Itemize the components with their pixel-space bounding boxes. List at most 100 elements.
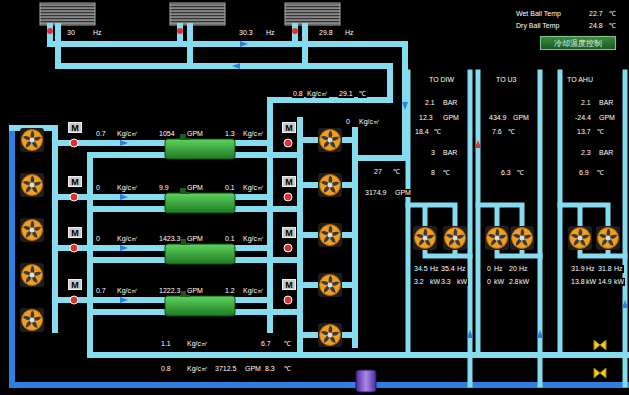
reading-label: 1054 <box>158 130 176 138</box>
reading-label: Hz <box>429 265 440 273</box>
reading-label: ℃ <box>596 128 605 136</box>
reading-label: 34.5 <box>413 265 429 273</box>
reading-label: Dry Ball Temp <box>515 22 560 30</box>
reading-label: 6.3 <box>500 169 512 177</box>
reading-label: 3 <box>430 149 436 157</box>
reading-label: 3.2 <box>413 278 425 286</box>
reading-label: 1.3 <box>224 130 236 138</box>
reading-label: ℃ <box>283 340 292 348</box>
reading-label: ℃ <box>596 169 605 177</box>
reading-label: Kg/c㎡ <box>116 184 139 192</box>
reading-label: BAR <box>598 149 614 157</box>
motor-box: M <box>68 227 82 238</box>
reading-label: kW <box>493 278 505 286</box>
reading-label: 2.1 <box>424 99 436 107</box>
reading-label: ℃ <box>433 128 442 136</box>
reading-label: TO U3 <box>495 76 518 84</box>
motor-box: M <box>282 122 296 133</box>
valves <box>70 139 606 378</box>
reading-label: 27 <box>373 168 383 176</box>
reading-label: 1.1 <box>160 340 172 348</box>
node-text: M <box>285 280 293 290</box>
reading-label: ℃ <box>608 10 617 18</box>
reading-label: Hz <box>585 265 596 273</box>
reading-label: 8.3 <box>264 365 276 373</box>
control-button: 冷却温度控制 <box>540 36 616 50</box>
reading-label: BAR <box>598 99 614 107</box>
reading-label: GPM <box>186 130 204 138</box>
pumps <box>20 128 620 347</box>
reading-label: Kg/c㎡ <box>306 90 329 98</box>
node-text: 冷却温度控制 <box>554 38 602 49</box>
reading-label: GPM <box>394 189 412 197</box>
reading-label: 2.1 <box>580 99 592 107</box>
reading-label: kW <box>518 278 530 286</box>
reading-label: 8 <box>430 169 436 177</box>
reading-label: 30 <box>66 29 76 37</box>
reading-label: 1222.3 <box>158 287 181 295</box>
reading-label: 0.1 <box>224 184 236 192</box>
reading-label: TO AHU <box>566 76 594 84</box>
reading-label: 22.7 <box>588 10 604 18</box>
reading-label: 434.9 <box>488 114 508 122</box>
reading-label: 35.4 <box>440 265 456 273</box>
reading-label: Hz <box>613 265 624 273</box>
reading-label: 18.4 <box>414 128 430 136</box>
reading-label: GPM <box>442 114 460 122</box>
reading-label: 3.3 <box>440 278 452 286</box>
reading-label: Kg/c㎡ <box>186 365 209 373</box>
reading-label: 0 <box>95 235 101 243</box>
motor-box: M <box>68 176 82 187</box>
reading-label: 0.8 <box>160 365 172 373</box>
reading-label: ℃ <box>608 22 617 30</box>
node-text: M <box>71 280 79 290</box>
motor-box: M <box>282 176 296 187</box>
reading-label: 20 <box>508 265 518 273</box>
node-text: M <box>285 228 293 238</box>
node-text: M <box>285 177 293 187</box>
reading-label: Kg/c㎡ <box>242 184 265 192</box>
node-text: M <box>285 123 293 133</box>
reading-label: 2.3 <box>580 149 592 157</box>
reading-label: Hz <box>493 265 504 273</box>
reading-label: Hz <box>456 265 467 273</box>
reading-label: 12.3 <box>418 114 434 122</box>
motor-box: M <box>282 227 296 238</box>
reading-label: ℃ <box>516 169 525 177</box>
reading-label: 0 <box>486 265 492 273</box>
reading-label: 29.1 <box>338 90 354 98</box>
reading-label: 0.7 <box>95 287 107 295</box>
reading-label: Kg/c㎡ <box>186 340 209 348</box>
reading-label: 29.8 <box>318 29 334 37</box>
reading-label: kW <box>613 278 625 286</box>
reading-label: 0 <box>486 278 492 286</box>
reading-label: Kg/c㎡ <box>116 235 139 243</box>
reading-label: Kg/c㎡ <box>242 130 265 138</box>
reading-label: BAR <box>442 149 458 157</box>
reading-label: 6.9 <box>578 169 590 177</box>
reading-label: GPM <box>598 114 616 122</box>
reading-label: 3712.5 <box>214 365 237 373</box>
reading-label: 31.9 <box>570 265 586 273</box>
reading-label: 1.2 <box>224 287 236 295</box>
node-text: M <box>71 228 79 238</box>
reading-label: Hz <box>265 29 276 37</box>
reading-label: kW <box>585 278 597 286</box>
reading-label: Hz <box>92 29 103 37</box>
motor-box: M <box>68 279 82 290</box>
reading-label: GPM <box>244 365 262 373</box>
reading-label: 1423.3 <box>158 235 181 243</box>
reading-label: 0 <box>345 118 351 126</box>
reading-label: 24.8 <box>588 22 604 30</box>
reading-label: 7.6 <box>491 128 503 136</box>
reading-label: Kg/c㎡ <box>242 235 265 243</box>
reading-label: GPM <box>186 184 204 192</box>
flow-arrows <box>120 41 628 338</box>
reading-label: ℃ <box>442 169 451 177</box>
expansion-tank <box>356 370 376 392</box>
motor-box: M <box>68 122 82 133</box>
reading-label: 0.7 <box>95 130 107 138</box>
node-text: M <box>71 177 79 187</box>
